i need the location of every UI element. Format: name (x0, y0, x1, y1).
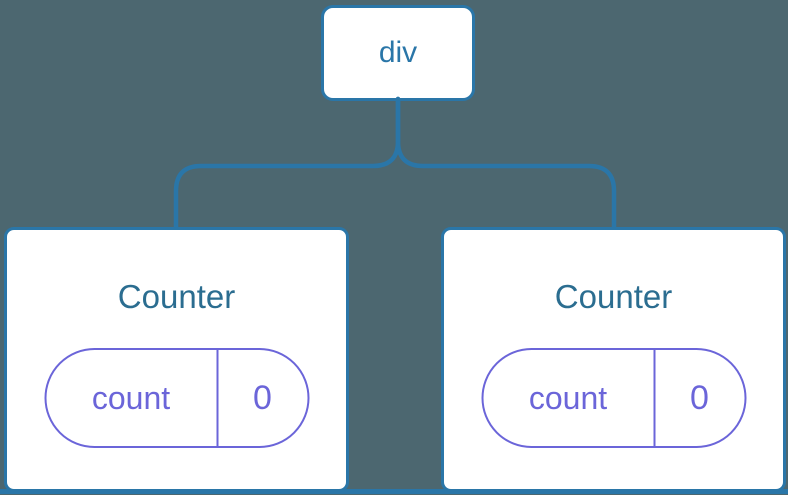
state-key-label: count (46, 350, 218, 446)
counter-component-card-right: Counter count 0 (441, 227, 786, 492)
component-name-label: Counter (554, 278, 673, 315)
baseline-rule (0, 489, 788, 494)
connector-left-branch (173, 96, 401, 231)
state-key-label: count (483, 350, 655, 446)
component-name-label: Counter (117, 278, 236, 315)
state-value-label: 0 (690, 378, 709, 417)
state-pill: count 0 (481, 348, 746, 448)
state-pill: count 0 (44, 348, 309, 448)
connector-right-branch (395, 96, 617, 231)
state-value-label: 0 (253, 378, 272, 417)
root-node-label: div (378, 36, 418, 69)
counter-component-card-left: Counter count 0 (4, 227, 349, 492)
root-dom-node: div (321, 5, 475, 101)
